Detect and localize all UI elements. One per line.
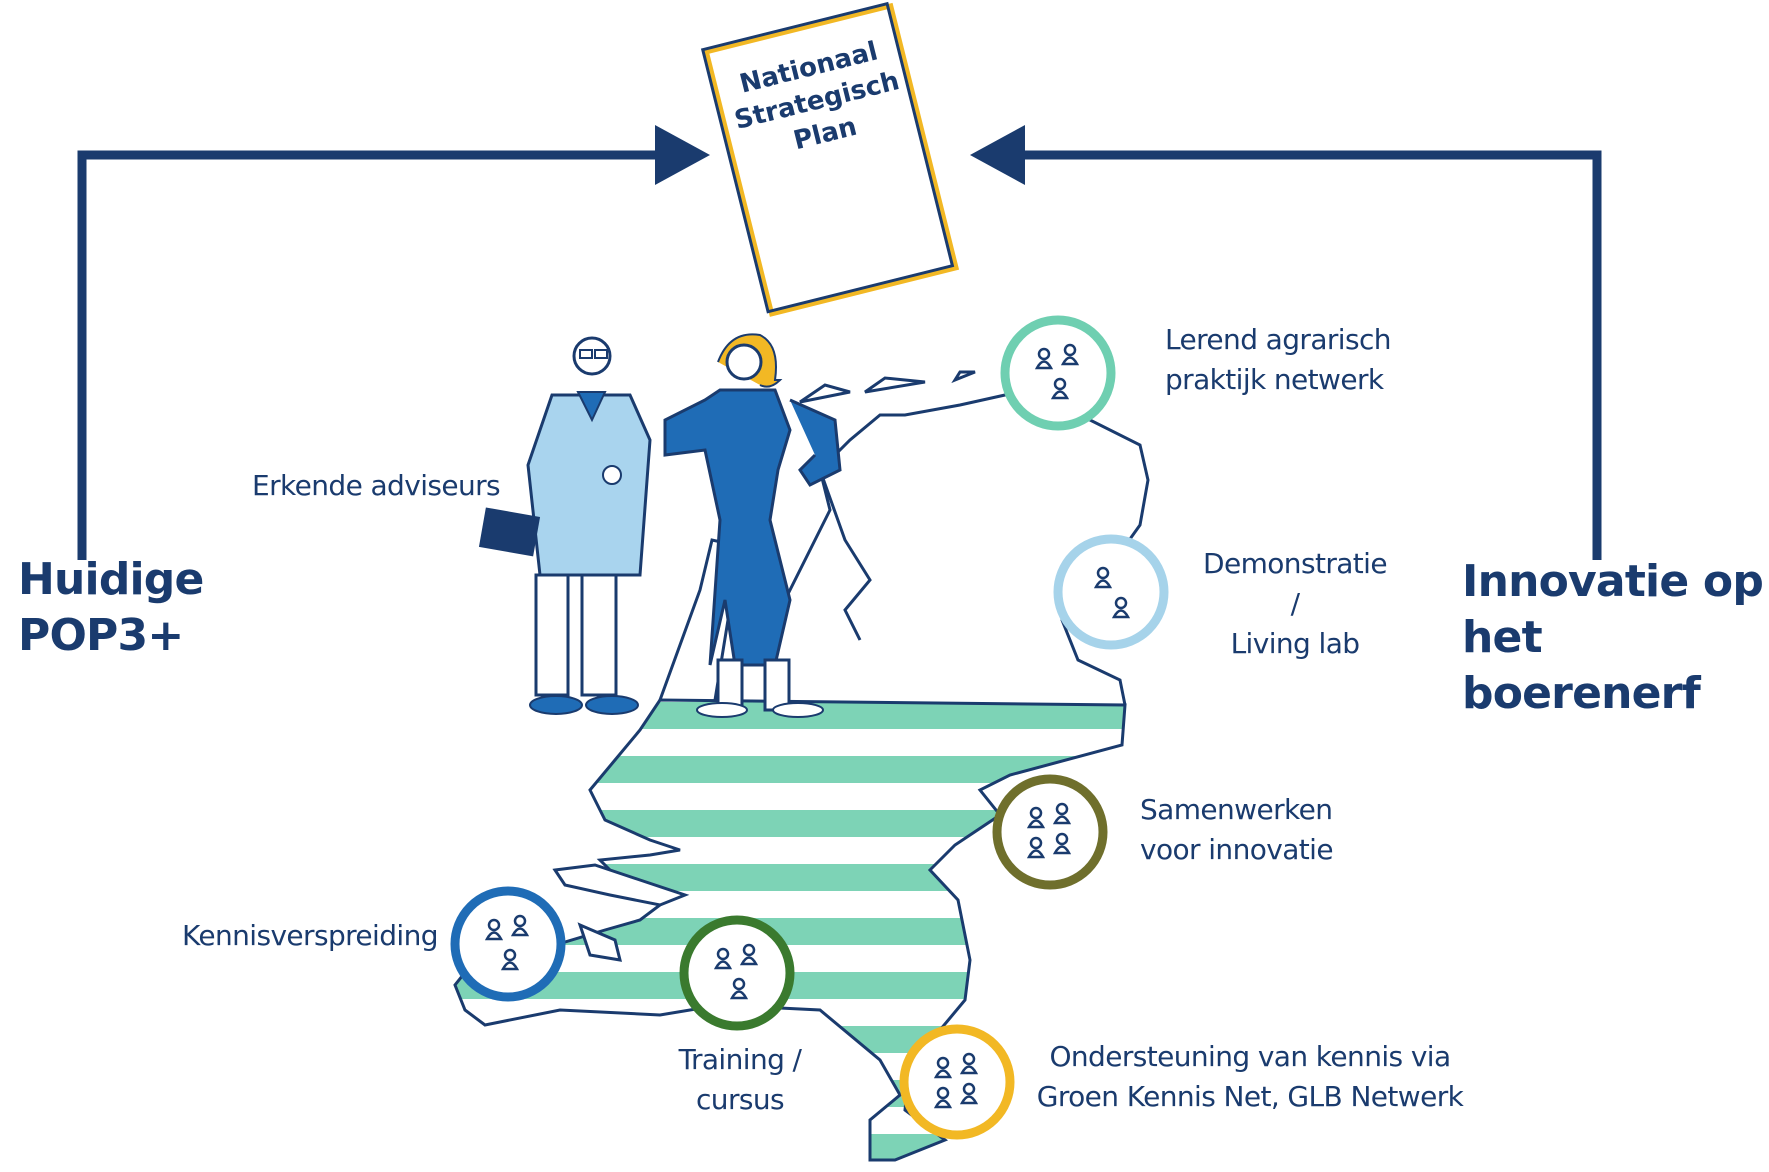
person-icon — [739, 943, 759, 966]
node-label-kennisverspreiding: Kennisverspreiding — [182, 919, 439, 952]
source-innovatie-label: Innovatie op het boerenerf — [1462, 556, 1764, 719]
advisor-man-illustration — [478, 336, 652, 715]
node-circle-demonstratie — [1053, 534, 1169, 650]
person-icon — [484, 918, 504, 941]
person-icon — [1050, 377, 1070, 400]
source-pop3-label: Huidige POP3+ — [18, 554, 204, 661]
node-label-lerend: Lerend agrarisch praktijk netwerk — [1165, 323, 1392, 396]
person-icon — [1093, 566, 1113, 589]
node-ring — [899, 1024, 1015, 1140]
person-icon — [959, 1052, 979, 1075]
node-ring — [679, 915, 795, 1031]
person-icon — [729, 977, 749, 1000]
node-ring — [450, 886, 566, 1002]
node-circle-samenwerken — [992, 774, 1108, 890]
person-icon — [500, 948, 520, 971]
advisor-woman-illustration — [663, 333, 842, 718]
node-ring — [1053, 534, 1169, 650]
person-icon — [933, 1086, 953, 1109]
node-circle-training — [679, 915, 795, 1031]
node-ring — [992, 774, 1108, 890]
arrow-from-pop3 — [77, 125, 710, 560]
person-icon — [1026, 806, 1046, 829]
node-label-samenwerken: Samenwerken voor innovatie — [1140, 793, 1334, 866]
netherlands-map — [453, 370, 1150, 1162]
person-icon — [1034, 347, 1054, 370]
person-icon — [933, 1056, 953, 1079]
person-icon — [713, 947, 733, 970]
node-circle-lerend — [1000, 315, 1116, 431]
person-icon — [1060, 343, 1080, 366]
person-icon — [959, 1082, 979, 1105]
document-icon — [700, 1, 960, 317]
node-label-ondersteuning: Ondersteuning van kennis via Groen Kenni… — [1036, 1040, 1464, 1113]
person-icon — [1111, 596, 1131, 619]
node-label-demonstratie: Demonstratie / Living lab — [1203, 547, 1388, 660]
arrow-from-innovatie — [970, 125, 1602, 560]
node-ring — [1000, 315, 1116, 431]
person-icon — [1052, 832, 1072, 855]
person-icon — [1026, 836, 1046, 859]
node-circle-ondersteuning — [899, 1024, 1015, 1140]
person-icon — [510, 914, 530, 937]
person-icon — [1052, 802, 1072, 825]
advisors-label: Erkende adviseurs — [252, 469, 501, 502]
node-circle-kennisverspreiding — [450, 886, 566, 1002]
node-label-training: Training / cursus — [678, 1043, 802, 1116]
